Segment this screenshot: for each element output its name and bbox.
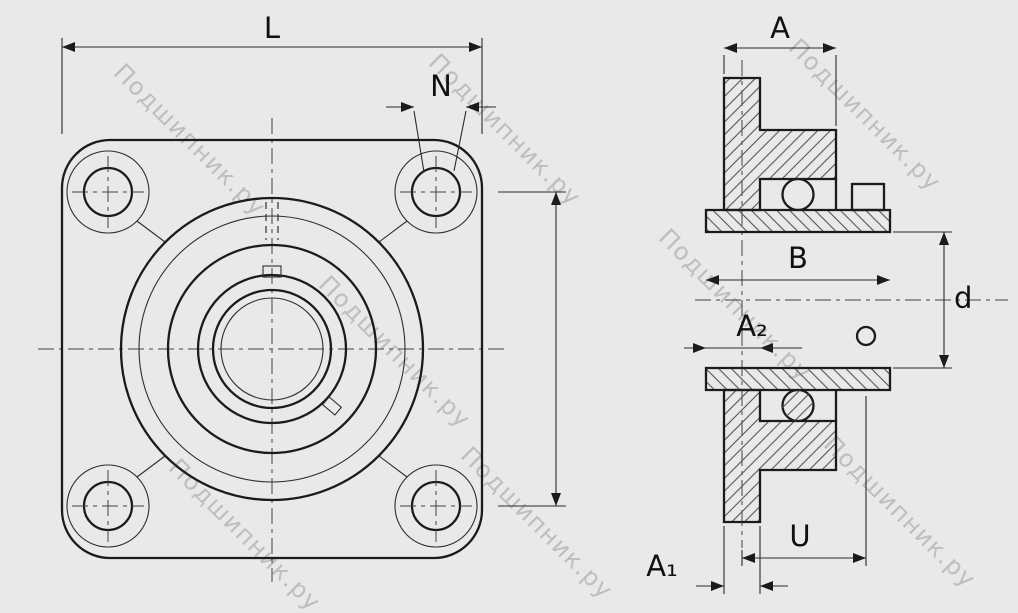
corner-fillet-line	[378, 455, 408, 478]
inner-ring-section-top	[704, 208, 892, 234]
dimension-d: d	[893, 231, 972, 369]
bolt-hole-bottom-right	[394, 464, 478, 548]
dim-label-N: N	[430, 69, 452, 103]
housing-boss-circle	[119, 196, 425, 502]
housing-ring-circle	[166, 243, 378, 455]
set-screw	[850, 182, 886, 212]
locking-pin	[321, 396, 343, 416]
bolt-hole-top-right	[394, 150, 478, 234]
flange-plate-outline	[60, 138, 484, 560]
corner-fillet-line	[378, 220, 408, 243]
dimension-U: U	[741, 396, 867, 566]
dim-label-U: U	[789, 519, 810, 553]
set-screw-hole	[855, 325, 877, 347]
dim-label-B: B	[788, 241, 808, 275]
bolt-boss-circle	[66, 464, 150, 548]
front-view-flange-housing: L N	[38, 11, 566, 582]
bolt-hole-top-left	[66, 150, 150, 234]
set-screw-front	[262, 265, 282, 278]
side-section-view: A B A₂ d	[646, 11, 1008, 594]
housing-step-circle	[138, 215, 406, 483]
ball-bottom-hatch	[782, 390, 814, 421]
housing-section-top	[722, 76, 838, 212]
dimension-L: L	[61, 11, 483, 134]
locking-pin-rect	[321, 396, 343, 416]
dim-label-A1: A₁	[646, 549, 677, 583]
extension-line	[453, 110, 467, 172]
dim-label-L: L	[264, 11, 280, 45]
dimension-A: A	[723, 11, 837, 126]
bolt-boss-circle	[66, 150, 150, 234]
extension-line	[413, 110, 425, 173]
bolt-boss-circle	[394, 464, 478, 548]
inner-ring-circle	[196, 273, 348, 425]
housing-section-bottom	[722, 388, 838, 524]
dim-label-A: A	[770, 11, 790, 45]
corner-fillet-line	[136, 455, 166, 478]
dimension-B: B	[706, 241, 890, 285]
bore-circle	[220, 297, 324, 401]
dimension-A2: A₂	[684, 309, 802, 353]
dim-label-d: d	[954, 281, 972, 315]
bore-chamfer-circle	[211, 288, 333, 410]
bolt-boss-circle	[394, 150, 478, 234]
dim-label-A2: A₂	[736, 309, 767, 343]
corner-fillet-line	[136, 220, 166, 243]
dimension-bolt-spacing	[498, 191, 566, 507]
dimension-N: N	[386, 69, 496, 173]
inner-ring-section-bottom	[704, 366, 892, 392]
ball-top	[781, 177, 815, 212]
bolt-hole-bottom-left	[66, 464, 150, 548]
dimension-A1: A₁	[646, 526, 788, 594]
